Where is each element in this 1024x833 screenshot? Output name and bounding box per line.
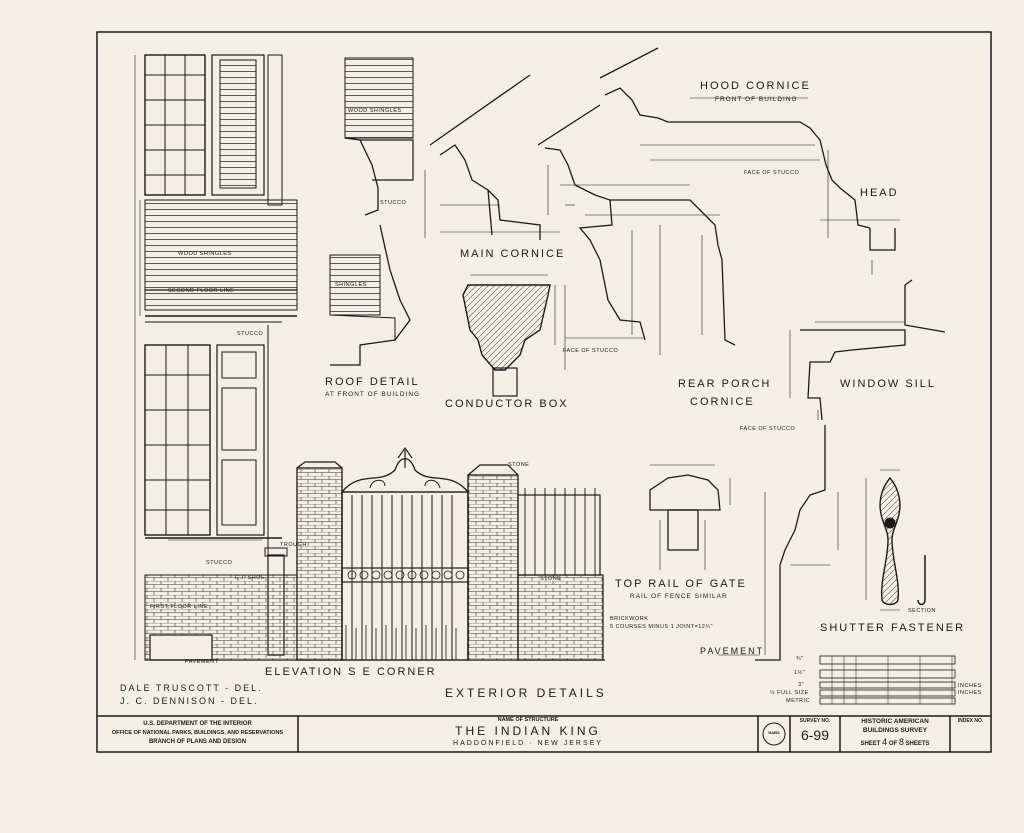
- pavement-base-drawing: [718, 425, 839, 661]
- rear-porch-label-2: CORNICE: [690, 396, 755, 408]
- window-sill-drawing: [789, 279, 946, 421]
- agency-line-2: OFFICE OF NATIONAL PARKS, BUILDINGS, AND…: [111, 730, 284, 736]
- stucco-label-3: STUCCO: [206, 560, 233, 566]
- top-rail-sub-label: RAIL OF FENCE SIMILAR: [630, 593, 728, 600]
- window-sill-label: WINDOW SILL: [840, 378, 936, 390]
- agency-cell: U.S. DEPARTMENT OF THE INTERIOR OFFICE O…: [97, 716, 298, 752]
- shingles-label: SHINGLES: [335, 282, 367, 288]
- index-label: INDEX NO.: [957, 718, 984, 724]
- agency-line-1: U.S. DEPARTMENT OF THE INTERIOR: [143, 721, 252, 727]
- conductor-box-drawing: [462, 274, 566, 397]
- habs-seal: HABS: [768, 730, 780, 735]
- brickwork-courses-label: 5 COURSES MINUS 1 JOINT=12¾": [610, 624, 713, 630]
- index-cell: INDEX NO.: [950, 716, 991, 752]
- face-of-stucco-label-1: FACE OF STUCCO: [744, 170, 800, 176]
- brickwork-label: BRICKWORK: [610, 616, 649, 622]
- scale-label-1: ¾": [796, 656, 804, 662]
- sheet-prefix: SHEET: [860, 741, 881, 747]
- rear-porch-cornice-drawing: [537, 104, 736, 355]
- hood-cornice-drawing: [599, 47, 900, 275]
- title-block: U.S. DEPARTMENT OF THE INTERIOR OFFICE O…: [97, 716, 991, 752]
- exterior-details-title: EXTERIOR DETAILS: [445, 686, 607, 700]
- wood-shingles-label-2: WOOD SHINGLES: [178, 251, 232, 257]
- stucco-label-1: STUCCO: [380, 200, 407, 206]
- roof-detail-label: ROOF DETAIL: [325, 376, 420, 388]
- survey-label: SURVEY NO.: [799, 718, 831, 724]
- sheet-total: 8: [898, 737, 904, 747]
- pavement-small-label: PAVEMENT: [185, 659, 219, 665]
- face-of-stucco-label-2: FACE OF STUCCO: [563, 348, 619, 354]
- sheet-count: SHEET 4 OF 8 SHEETS: [840, 737, 950, 747]
- delineator-2: J. C. DENNISON - DEL.: [120, 696, 259, 706]
- wood-shingles-label-1: WOOD SHINGLES: [348, 108, 402, 114]
- sheet-border: [96, 31, 992, 753]
- hood-cornice-label: HOOD CORNICE: [700, 80, 811, 92]
- face-of-stucco-label-3: FACE OF STUCCO: [740, 426, 796, 432]
- top-rail-drawing: [649, 464, 731, 570]
- structure-name: THE INDIAN KING: [455, 724, 601, 738]
- scale-unit-2: INCHES: [958, 690, 982, 696]
- survey-cell: SURVEY NO. 6-99: [790, 716, 840, 752]
- graphic-scales: [819, 655, 956, 705]
- sheet-suffix: SHEETS: [905, 741, 930, 747]
- hood-cornice-sub-label: FRONT OF BUILDING: [715, 96, 798, 103]
- habs-seal-icon: [762, 722, 786, 746]
- structure-cell: NAME OF STRUCTURE THE INDIAN KING HADDON…: [298, 716, 758, 752]
- top-rail-label: TOP RAIL OF GATE: [615, 578, 747, 590]
- main-cornice-drawing: [424, 74, 560, 240]
- scale-label-2: 1½": [794, 670, 806, 676]
- shutter-fastener-drawing: [865, 469, 926, 611]
- head-label: HEAD: [860, 187, 899, 199]
- scale-label-3: 3": [798, 682, 805, 688]
- scale-label-4: ½ FULL SIZE: [770, 690, 809, 696]
- sheet-of: OF: [888, 741, 898, 747]
- habs-line-2: BUILDINGS SURVEY: [862, 727, 928, 734]
- shutter-fastener-label: SHUTTER FASTENER: [820, 622, 966, 634]
- main-cornice-label: MAIN CORNICE: [460, 248, 566, 260]
- first-floor-line-label: FIRST FLOOR LINE: [150, 604, 209, 610]
- sheet-number: 4: [882, 737, 888, 747]
- stone-label-1: STONE: [508, 462, 530, 468]
- structure-location: HADDONFIELD · NEW JERSEY: [453, 740, 603, 747]
- trough-label: TROUGH: [280, 542, 307, 548]
- delineator-1: DALE TRUSCOTT - DEL.: [120, 683, 263, 693]
- scale-label-5: METRIC: [786, 698, 811, 704]
- elevation-label: ELEVATION S E CORNER: [265, 666, 437, 678]
- scale-unit-1: INCHES: [958, 683, 982, 689]
- conductor-box-label: CONDUCTOR BOX: [445, 398, 569, 410]
- pavement-label: PAVEMENT: [700, 646, 765, 656]
- second-floor-line-label: SECOND FLOOR LINE: [168, 288, 235, 294]
- habs-cell: HISTORIC AMERICAN BUILDINGS SURVEY SHEET…: [840, 716, 950, 752]
- stucco-label-2: STUCCO: [237, 331, 264, 337]
- rear-porch-label-1: REAR PORCH: [678, 378, 772, 390]
- roof-detail-drawing: [329, 57, 414, 366]
- habs-line-1: HISTORIC AMERICAN: [861, 718, 929, 725]
- elevation-drawing: [134, 54, 605, 661]
- title-block-lines: [297, 716, 951, 752]
- structure-name-label: NAME OF STRUCTURE: [497, 717, 559, 723]
- stone-label-2: STONE: [540, 576, 562, 582]
- section-label: SECTION: [908, 608, 936, 614]
- agency-line-3: BRANCH OF PLANS AND DESIGN: [148, 739, 247, 745]
- ci-shoe-label: C.I. SHOE: [235, 575, 266, 581]
- roof-detail-sub-label: AT FRONT OF BUILDING: [325, 391, 421, 398]
- survey-number: 6-99: [800, 727, 830, 743]
